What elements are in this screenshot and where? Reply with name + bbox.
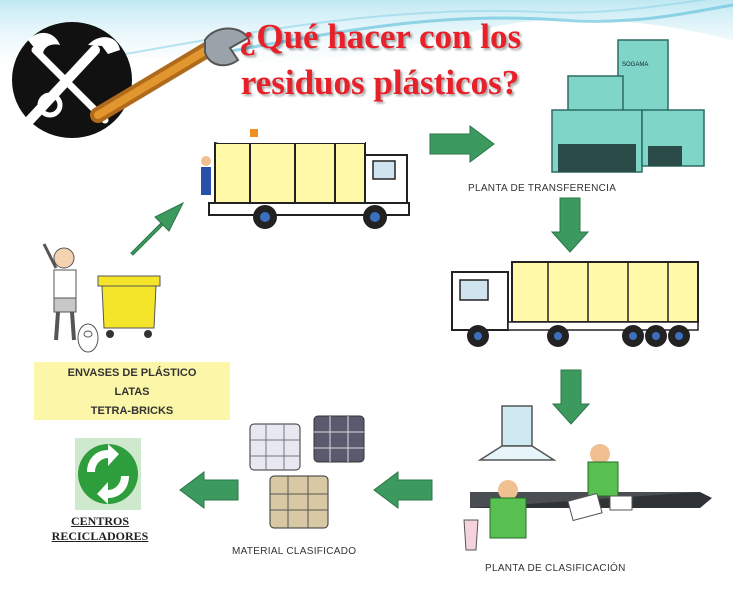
trailer-truck-icon — [451, 261, 699, 347]
arrow-material-to-recyclers — [179, 471, 239, 509]
container-line-3: TETRA-BRICKS — [90, 405, 174, 417]
recyclers-label-line2: RECICLADORES — [51, 529, 149, 543]
arrow-trailer-to-classification — [551, 369, 591, 425]
arrow-classification-to-material — [373, 471, 433, 509]
sorting-workers-icon — [463, 405, 712, 551]
yellow-bin-icon — [97, 275, 161, 338]
arrow-bin-to-truck — [130, 201, 185, 256]
title-line-2: residuos plásticos? — [240, 63, 520, 102]
arrow-transfer-to-trailer — [550, 197, 590, 253]
title-line-1: ¿Qué hacer con los — [238, 17, 522, 56]
bale-icon — [249, 415, 365, 529]
recyclers-label: CENTROS RECICLADORES — [30, 514, 170, 544]
classification-plant-label: PLANTA DE CLASIFICACIÓN — [485, 563, 626, 574]
arrow-truck-to-transfer — [429, 125, 495, 163]
building-sign-text: SOGAMA — [622, 62, 648, 68]
classified-material-label: MATERIAL CLASIFICADO — [232, 546, 357, 557]
container-contents-box: ENVASES DE PLÁSTICO LATAS TETRA-BRICKS — [34, 362, 230, 420]
extraction-hood-icon — [477, 405, 557, 461]
wrench-icon — [90, 27, 250, 123]
transfer-building-icon: SOGAMA — [551, 39, 705, 173]
child-icon — [42, 243, 99, 353]
transfer-plant-label: PLANTA DE TRANSFERENCIA — [468, 183, 617, 194]
recyclers-label-line1: CENTROS — [70, 514, 129, 528]
garbage-truck-icon — [201, 129, 410, 229]
recycle-logo-icon — [75, 438, 141, 510]
page-title: ¿Qué hacer con los residuos plásticos? — [150, 14, 610, 106]
container-line-1: ENVASES DE PLÁSTICO — [67, 367, 197, 379]
container-line-2: LATAS — [114, 386, 150, 398]
